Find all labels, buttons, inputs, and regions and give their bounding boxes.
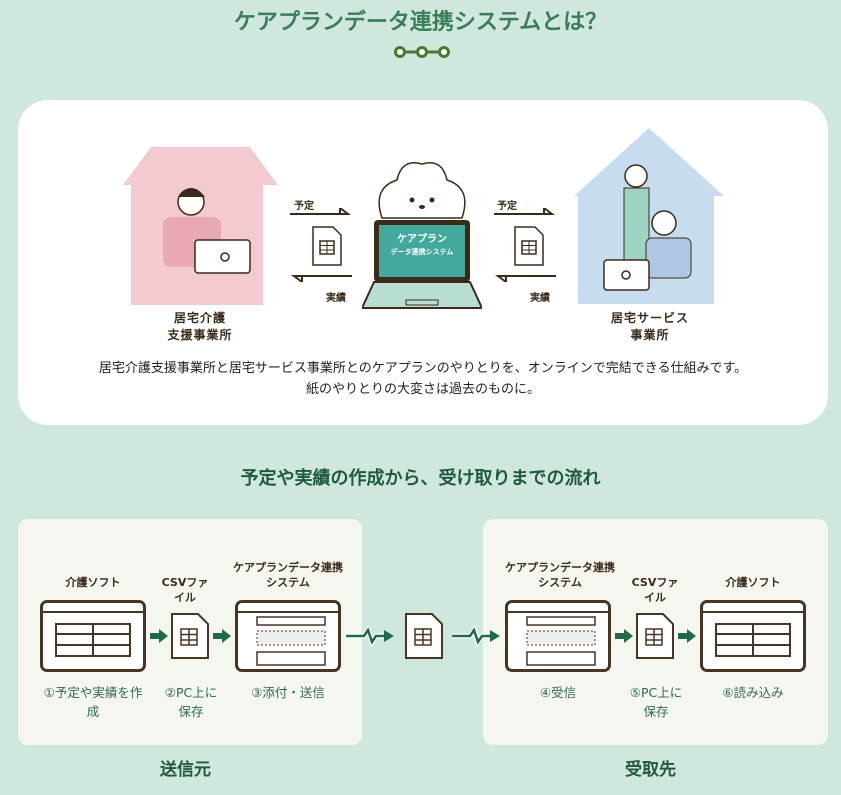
document-icon (312, 226, 342, 266)
plan-label-left: 予定 (294, 201, 314, 212)
receiver-step-2: ⑤PC上に保存 (629, 685, 683, 719)
laptop-screen-line2: データ連携システム (390, 248, 454, 256)
sender-head-2: CSVファイル (161, 576, 209, 604)
left-office-line1: 居宅介護 (173, 311, 226, 325)
plan-label-right: 予定 (497, 201, 517, 212)
arrow-icon (678, 629, 696, 643)
sender-head-1: 介護ソフト (65, 576, 121, 589)
sender-step-2: ②PC上に保存 (164, 685, 218, 719)
receiver-head-2: CSVファイル (631, 576, 679, 604)
page-title: ケアプランデータ連携システムとは？ (233, 10, 608, 35)
description-line2: 紙のやりとりの大変さは過去のものに。 (305, 382, 540, 397)
transmission-arrow-icon (452, 626, 500, 646)
care-software-window-icon (700, 600, 806, 672)
receiver-head-1: ケアプランデータ連携システム (505, 561, 615, 589)
laptop-dog-icon (362, 162, 482, 309)
sender-step-1: ①予定や実績を作成 (43, 685, 143, 719)
csv-file-icon (405, 613, 443, 659)
decoration-dots-icon (394, 46, 450, 58)
laptop-screen-line1: ケアプラン (397, 234, 447, 245)
care-software-window-icon (40, 600, 146, 672)
system-window-icon (505, 600, 611, 672)
result-label-left: 実績 (326, 293, 346, 304)
right-office-line2: 事業所 (630, 328, 670, 342)
right-office-line1: 居宅サービス (610, 311, 689, 325)
arrow-left-icon (495, 275, 556, 282)
flow-title: 予定や実績の作成から、受け取りまでの流れ (240, 468, 601, 489)
system-window-icon (235, 600, 341, 672)
arrow-icon (615, 629, 633, 643)
sender-label: 送信元 (160, 760, 211, 780)
result-label-right: 実績 (530, 293, 550, 304)
arrow-icon (150, 629, 168, 643)
arrow-left-icon (291, 275, 352, 282)
arrow-right-icon (494, 208, 555, 215)
left-office-line2: 支援事業所 (167, 328, 233, 342)
arrow-right-icon (290, 208, 351, 215)
transmission-arrow-icon (346, 626, 394, 646)
receiver-label: 受取先 (625, 760, 676, 780)
receiver-step-3: ⑥読み込み (722, 685, 784, 700)
document-icon (514, 226, 544, 266)
csv-file-icon (171, 613, 209, 659)
receiver-head-3: 介護ソフト (725, 576, 781, 589)
sender-step-3: ③添付・送信 (251, 685, 325, 700)
sender-head-3: ケアプランデータ連携システム (233, 561, 343, 589)
description-line1: 居宅介護支援事業所と居宅サービス事業所とのケアプランのやりとりを、オンラインで完… (98, 361, 748, 376)
arrow-icon (213, 629, 231, 643)
receiver-step-1: ④受信 (539, 685, 577, 700)
service-office-house-icon (574, 128, 724, 304)
care-office-house-icon (123, 147, 278, 305)
csv-file-icon (636, 613, 674, 659)
